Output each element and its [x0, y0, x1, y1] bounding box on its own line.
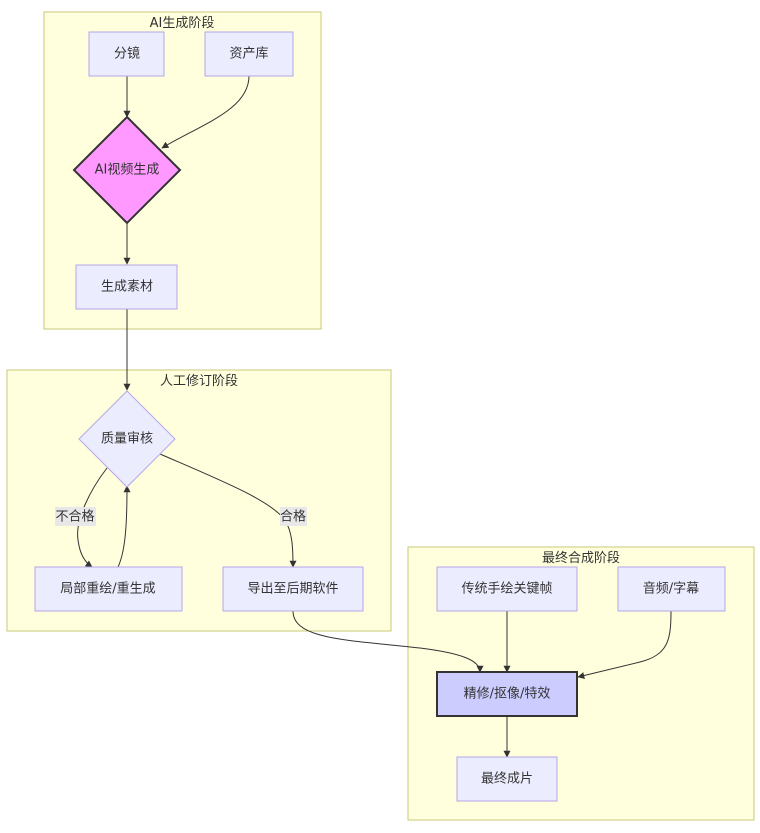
- cluster-ai-title: AI生成阶段: [150, 16, 215, 31]
- node-quality-review-label: 质量审核: [101, 432, 153, 447]
- node-export[interactable]: 导出至后期软件: [222, 566, 364, 612]
- node-ai-video-generation-label: AI视频生成: [95, 163, 160, 178]
- cluster-final-title: 最终合成阶段: [542, 550, 620, 566]
- edge-audio-to-refine: [577, 610, 672, 679]
- node-asset-library-label: 资产库: [229, 46, 268, 62]
- node-asset-library[interactable]: 资产库: [204, 31, 294, 77]
- node-redraw[interactable]: 局部重绘/重生成: [34, 566, 183, 612]
- edge-redraw-to-qa: [117, 485, 131, 568]
- node-keyframes[interactable]: 传统手绘关键帧: [436, 566, 578, 612]
- node-export-label: 导出至后期软件: [247, 582, 338, 597]
- node-storyboard-label: 分镜: [114, 47, 140, 62]
- node-final-output-label: 最终成片: [481, 771, 533, 787]
- edge-label-pass-text: 合格: [280, 509, 306, 525]
- node-audio-subtitles[interactable]: 音频/字幕: [617, 566, 726, 612]
- edge-qa-to-export: [159, 453, 297, 568]
- edge-label-pass: 合格: [280, 507, 307, 526]
- node-generated-material-label: 生成素材: [101, 280, 153, 295]
- node-redraw-label: 局部重绘/重生成: [60, 581, 155, 597]
- edge-assets-to-ai: [161, 75, 250, 149]
- node-final-output[interactable]: 最终成片: [456, 756, 558, 802]
- edge-label-fail-text: 不合格: [55, 509, 94, 525]
- node-storyboard[interactable]: 分镜: [88, 31, 165, 77]
- edge-label-fail: 不合格: [55, 507, 96, 526]
- node-audio-subtitles-label: 音频/字幕: [643, 581, 699, 597]
- node-ai-video-generation[interactable]: AI视频生成: [72, 115, 182, 225]
- node-keyframes-label: 传统手绘关键帧: [461, 582, 552, 597]
- node-quality-review[interactable]: 质量审核: [78, 390, 176, 488]
- node-refine-label: 精修/抠像/特效: [464, 687, 551, 702]
- edge-qa-to-redraw: [77, 467, 108, 568]
- node-refine[interactable]: 精修/抠像/特效: [436, 671, 578, 717]
- edge-export-to-refine: [292, 610, 484, 673]
- cluster-manual-title: 人工修订阶段: [160, 374, 238, 389]
- node-generated-material[interactable]: 生成素材: [75, 264, 178, 310]
